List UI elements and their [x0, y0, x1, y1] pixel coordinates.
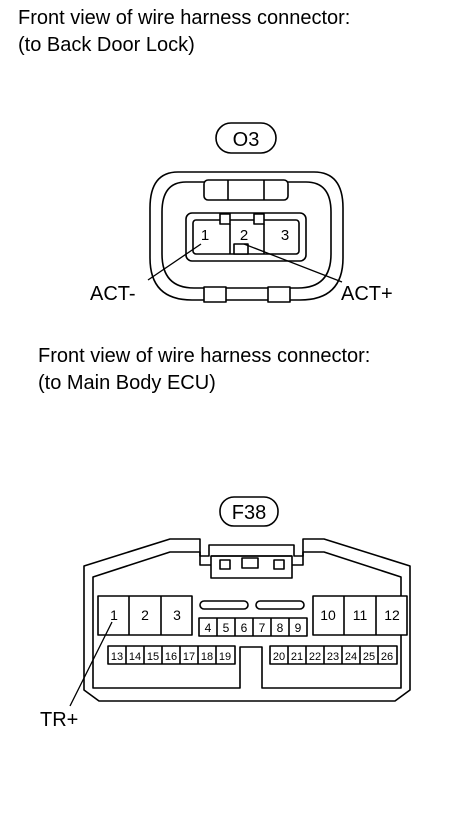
connector-o3-pin-block: [185, 212, 307, 262]
connector-o3-label-right: ACT+: [341, 283, 393, 305]
connector-f38-leader: [69, 621, 113, 707]
connector-f38-pin: 5: [223, 621, 230, 635]
connector-f38-pin: 1: [110, 607, 118, 623]
connector-f38-pin: 23: [327, 651, 339, 663]
connector-f38-left-block: [97, 595, 193, 636]
connector-o3-leader-right: [243, 243, 343, 283]
connector-f38-pin: 17: [183, 651, 195, 663]
connector-o3-key: [233, 243, 249, 255]
connector-f38-pin: 19: [219, 651, 231, 663]
connector-f38-pin: 10: [320, 607, 336, 623]
connector-o3-housing-inner: [161, 181, 332, 289]
connector-1-caption-line1: Front view of wire harness connector:: [18, 7, 351, 29]
connector-f38-pin: 24: [345, 651, 357, 663]
connector-f38-lock-slot: [241, 557, 259, 569]
connector-f38-pin: 20: [273, 651, 285, 663]
connector-2-caption: Front view of wire harness connector: (t…: [38, 343, 370, 397]
connector-o3-id: O3: [233, 129, 260, 151]
connector-o3-lock: [203, 179, 289, 201]
connector-f38-guide-slot: [199, 600, 249, 610]
connector-f38-lock-slot: [273, 559, 285, 570]
connector-f38-pin: 21: [291, 651, 303, 663]
connector-o3-tab: [267, 286, 291, 303]
connector-f38-pin: 22: [309, 651, 321, 663]
connector-f38-pin: 16: [165, 651, 177, 663]
connector-f38-pin: 18: [201, 651, 213, 663]
connector-f38-pin: 26: [381, 651, 393, 663]
connector-o3-key: [219, 213, 231, 225]
connector-f38-id-tag: F38: [219, 496, 279, 527]
connector-f38-pin: 12: [384, 607, 400, 623]
connector-o3-leader-left: [147, 243, 202, 281]
connector-1-caption-line2: (to Back Door Lock): [18, 34, 195, 56]
connector-f38-pin: 2: [141, 607, 149, 623]
connector-f38-pin: 3: [173, 607, 181, 623]
connector-o3-pin: 1: [201, 227, 209, 244]
connector-f38-pin: 8: [277, 621, 284, 635]
connector-f38-pin: 25: [363, 651, 375, 663]
connector-f38-pin: 11: [353, 607, 368, 623]
connector-o3-housing-outer: [149, 171, 344, 301]
connector-f38-guide-slot: [255, 600, 305, 610]
connector-f38-bottom-right-block: [269, 645, 398, 665]
connector-2-caption-line1: Front view of wire harness connector:: [38, 345, 371, 367]
connector-f38-pin: 7: [259, 621, 266, 635]
connector-2-caption-line2: (to Main Body ECU): [38, 372, 216, 394]
connector-f38-right-block: [312, 595, 408, 636]
connector-o3-tab: [203, 286, 227, 303]
connector-o3-pin: 2: [240, 227, 248, 244]
connector-f38-pin: 14: [129, 651, 141, 663]
connector-o3-key: [253, 213, 265, 225]
connector-f38: F38 1 2 3 10 11 12 4: [40, 496, 411, 731]
connector-f38-pin: 13: [111, 651, 123, 663]
connector-f38-label: TR+: [40, 709, 78, 731]
connector-o3-pin: 3: [281, 227, 289, 244]
connector-o3-label-left: ACT-: [90, 283, 136, 305]
connector-o3: O3 1 2 3 ACT- ACT+: [90, 122, 393, 305]
connector-1-caption: Front view of wire harness connector: (t…: [18, 5, 350, 59]
connector-f38-id: F38: [232, 502, 266, 524]
connector-f38-pin: 6: [241, 621, 248, 635]
connector-f38-housing-inner: [92, 551, 402, 689]
connector-f38-pin: 15: [147, 651, 159, 663]
connector-f38-lock-slot: [219, 559, 231, 570]
connector-f38-bottom-left-block: [107, 645, 236, 665]
connector-o3-id-tag: O3: [215, 122, 277, 154]
connector-f38-pin: 4: [205, 621, 212, 635]
connector-f38-pin: 9: [295, 621, 302, 635]
